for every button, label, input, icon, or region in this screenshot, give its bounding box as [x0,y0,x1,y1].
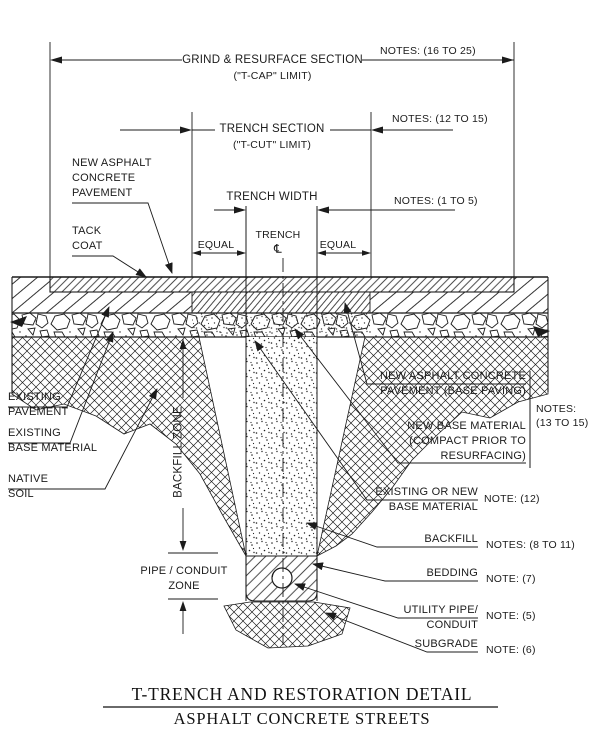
equal-right-label: EQUAL [319,239,357,251]
utility-pipe-note: NOTE: (5) [486,610,536,622]
leader-new-asphalt [72,202,173,274]
native-soil-right [316,336,549,557]
callout-new-base: NEW BASE MATERIAL (COMPACT PRIOR TO RESU… [407,420,526,462]
subgrade-note: NOTE: (6) [486,644,536,656]
native-soil [11,336,549,649]
leader-native-soil [8,388,158,490]
backfill-note: NOTES: (8 TO 11) [486,539,575,551]
t-cap-overlay [49,276,515,293]
trench-section-limit-label: ("T-CUT" LIMIT) [232,139,312,151]
callout-native-soil: NATIVE SOIL [8,473,49,500]
callout-new-asphalt: NEW ASPHALT CONCRETE PAVEMENT [72,157,152,199]
leader-backfill [306,522,478,548]
grind-limit-label: ("T-CAP" LIMIT) [233,70,312,82]
centerline-symbol: ℄ [274,242,282,256]
callout-tack-coat: TACK COAT [72,225,103,252]
leader-existing-pavement [8,306,110,408]
pavement-layers [10,276,550,392]
callout-backfill: BACKFILL [424,533,478,545]
equal-left-label: EQUAL [197,239,235,251]
callout-base-paving: NEW ASPHALT CONCRETE PAVEMENT (BASE PAVI… [379,370,526,397]
trench-section-label: TRENCH SECTION [219,123,325,135]
base-paving-notes: NOTES: (13 TO 15) [536,403,589,429]
leader-base-paving [343,302,526,385]
base-paving-patch [191,291,371,314]
leader-existing-base [8,331,114,444]
callout-existing-or-new: EXISTING OR NEW BASE MATERIAL [375,486,478,513]
callout-leaders [8,202,531,653]
callout-utility-pipe: UTILITY PIPE/ CONDUIT [403,604,478,631]
sheet-subtitle: ASPHALT CONCRETE STREETS [173,709,431,728]
leader-tack-coat [72,255,147,278]
right-break-mark [533,326,550,337]
trench-width-label: TRENCH WIDTH [226,191,318,203]
grind-notes: NOTES: (16 TO 25) [380,45,476,57]
backfill-zone-label: BACKFILL ZONE [172,406,185,498]
sheet-title: T-TRENCH AND RESTORATION DETAIL [131,684,473,704]
subgrade-soil [223,601,351,649]
trench [245,206,318,645]
bedding-note: NOTE: (7) [486,573,536,585]
callout-bedding: BEDDING [426,567,478,579]
dimension-arrowheads [50,56,514,611]
left-break-mark [10,316,27,327]
leader-existing-or-new [254,340,478,501]
new-base-patch [192,313,370,337]
trench-width-notes: NOTES: (1 TO 5) [394,195,478,207]
callout-subgrade: SUBGRADE [414,638,478,650]
pipe-conduit-zone-label: PIPE / CONDUIT ZONE [140,565,228,592]
leader-subgrade [325,612,478,653]
leader-new-base [294,328,526,464]
leader-bedding [312,562,478,582]
existing-or-new-note: NOTE: (12) [484,493,540,505]
trench-section-notes: NOTES: (12 TO 15) [392,113,488,125]
trench-centerline-word: TRENCH [255,229,301,241]
callout-existing-base: EXISTING BASE MATERIAL [8,427,98,454]
grind-section-label: GRIND & RESURFACE SECTION [182,54,363,66]
native-soil-left [11,336,247,557]
dimension-lines [49,42,515,634]
backfill-fill [246,337,317,556]
leader-utility-pipe [294,583,478,619]
callout-existing-pavement: EXISTING PAVEMENT [8,391,69,418]
